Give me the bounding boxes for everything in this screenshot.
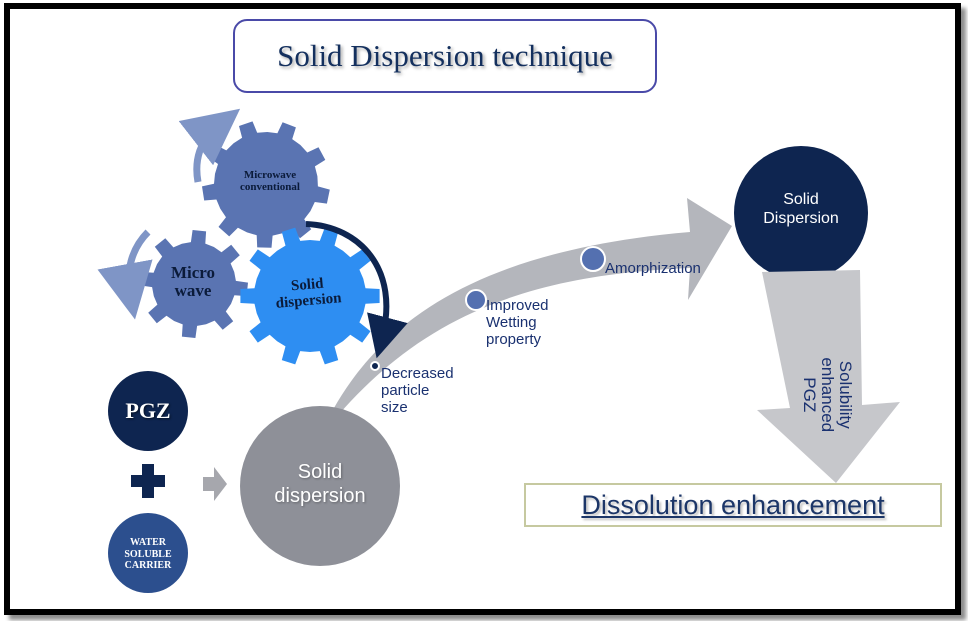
down-arrow [757, 270, 900, 483]
gear-label-microwave-conventional: Microwave conventional [225, 169, 315, 193]
step-label-line: size [381, 398, 408, 416]
solid-dispersion-product-circle [240, 406, 400, 566]
process-curved-arrow [318, 198, 732, 440]
carrier-label: WATER SOLUBLE CARRIER [108, 537, 188, 572]
step-dot-decreased-particle-size [370, 361, 380, 371]
outcome-label: Dissolution enhancement [581, 489, 885, 520]
carrier-label-line: WATER [130, 537, 166, 548]
step-label-line: Improved [486, 297, 549, 314]
step-label-line: Wetting [486, 313, 537, 331]
product-label-line: dispersion [274, 485, 366, 507]
gear-label-line: wave [174, 280, 212, 300]
down-arrow-label-line: PGZ [800, 377, 820, 413]
plus-icon [131, 464, 165, 498]
step-label-decreased-particle-size: Decreased particle size [381, 365, 454, 416]
solid-dispersion-result-circle [734, 146, 868, 280]
down-arrow-label: Solubility enhanced PGZ [800, 340, 855, 450]
step-label-amorphization: Amorphization [605, 260, 701, 277]
gear-label-microwave: Micro wave [155, 264, 231, 300]
gear-microwave [140, 230, 248, 338]
gear-label-line: Micro [170, 263, 216, 282]
gear-solid-dispersion [240, 227, 380, 365]
gear-label-line: conventional [240, 180, 300, 193]
gear-shape [240, 227, 380, 365]
right-arrow-icon [203, 467, 227, 501]
step-label-line: Decreased [381, 365, 454, 382]
water-soluble-carrier-circle [108, 513, 188, 593]
result-circle-label: Solid Dispersion [741, 190, 861, 228]
result-label-line: Dispersion [763, 210, 839, 228]
carrier-label-line: SOLUBLE [124, 548, 172, 560]
product-label-line: Solid [297, 461, 343, 483]
step-label-line: property [486, 330, 542, 348]
page-title: Solid Dispersion technique [277, 38, 613, 73]
step-dot-improved-wetting [465, 289, 487, 311]
result-label-line: Solid [783, 191, 819, 208]
down-arrow-label-line: enhanced [817, 357, 837, 433]
step-label-improved-wetting: Improved Wetting property [486, 297, 549, 348]
title-box: Solid Dispersion technique [233, 19, 657, 93]
down-arrow-label-line: Solubility [835, 360, 855, 429]
step-label-line: particle [381, 381, 430, 399]
step-dot-amorphization [580, 246, 606, 272]
pgz-label: PGZ [125, 398, 171, 423]
rotation-arrow-left-icon [97, 229, 153, 320]
rotation-arrow-right-icon [305, 221, 408, 359]
carrier-label-line: CARRIER [124, 560, 172, 571]
pgz-circle [108, 371, 188, 451]
gear-label-line: Microwave [243, 169, 297, 181]
product-circle-label: Solid dispersion [250, 460, 390, 508]
rotation-arrow-top-icon [178, 108, 241, 183]
gear-shape [140, 230, 248, 338]
outcome-box: Dissolution enhancement [524, 483, 942, 527]
